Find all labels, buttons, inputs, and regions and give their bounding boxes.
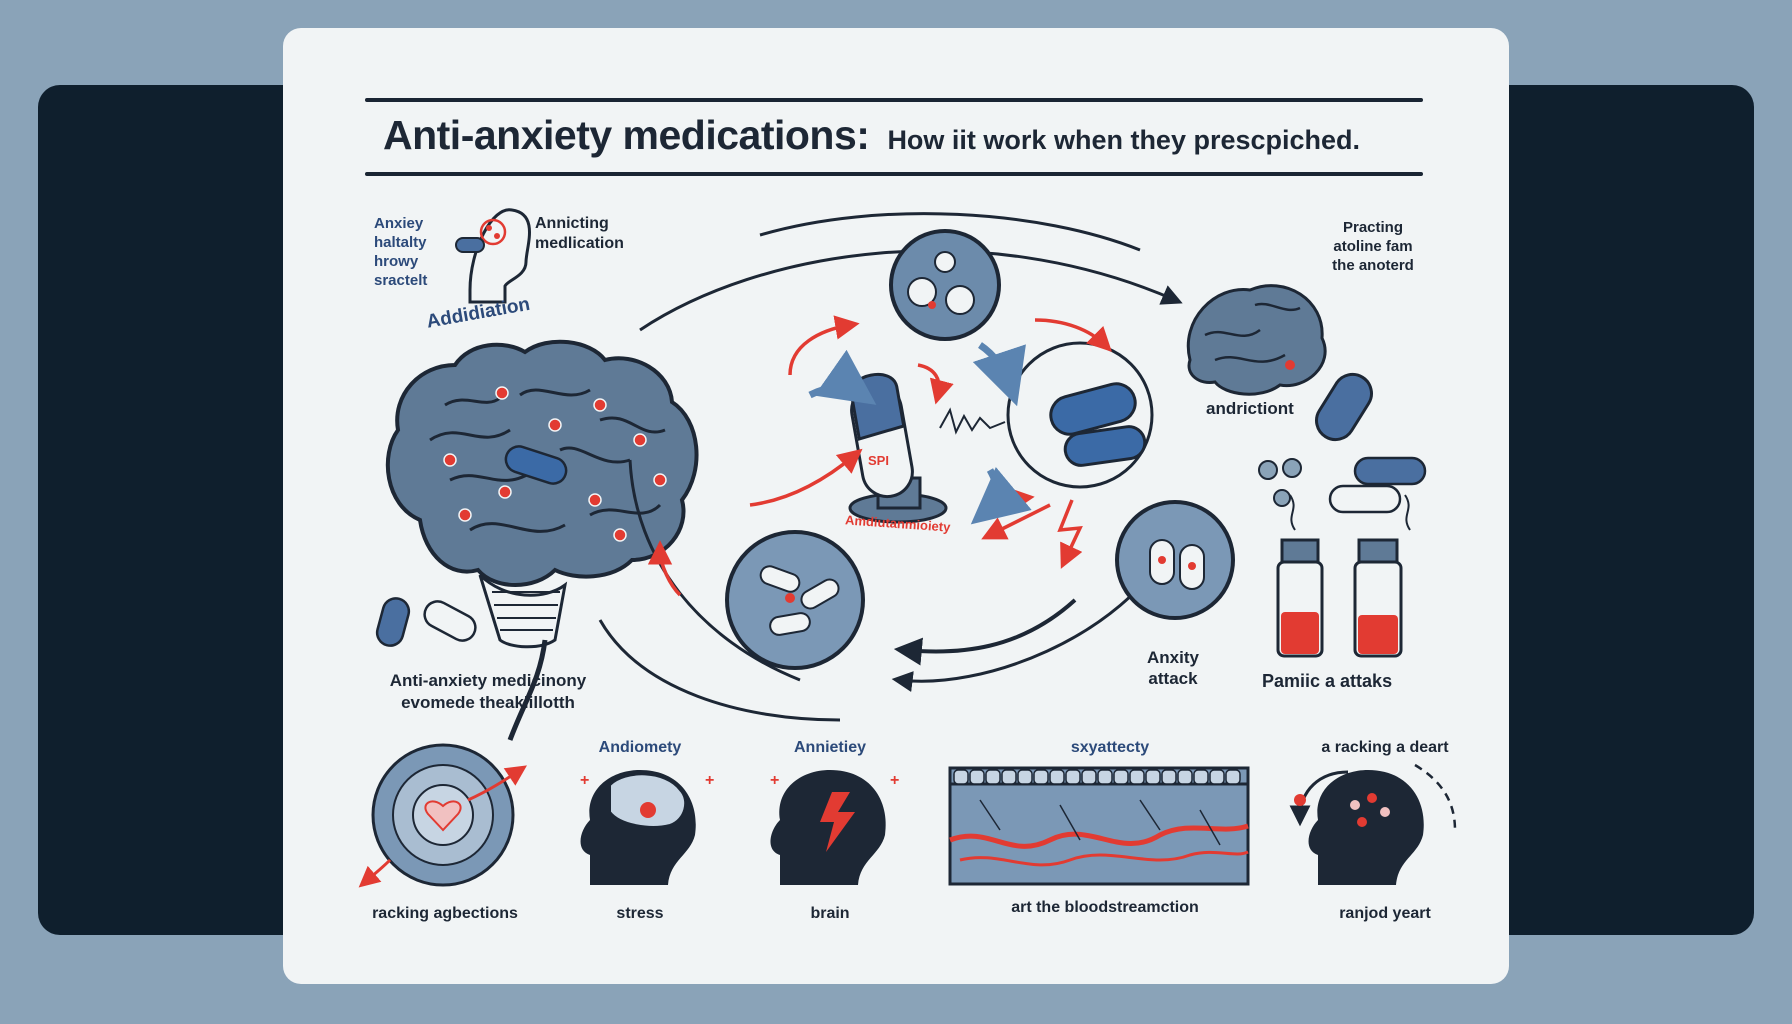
- page-title: Anti-anxiety medications:: [383, 112, 870, 158]
- bloodstream-icon: [948, 766, 1250, 886]
- panel-3-heading: Annietiey: [793, 739, 866, 756]
- bottom-rule: [365, 172, 1423, 176]
- label-line: medlication: [535, 235, 624, 252]
- label-line: Anxity: [1147, 648, 1199, 667]
- lens-bubble-bottom-left: [725, 530, 865, 670]
- panel-2-caption: stress: [616, 905, 664, 922]
- central-pill-icon: SPI: [848, 372, 1006, 524]
- label-panic-attaks: Pamiic a attaks: [1262, 671, 1393, 691]
- panel-5-heading: a racking a deart: [1321, 739, 1449, 756]
- label-anxity-attack: Anxity attack: [1128, 647, 1218, 689]
- label-line: Annicting: [535, 215, 609, 232]
- label-line: Practing: [1342, 219, 1403, 236]
- page-subtitle: How iit work when they prescpiched.: [887, 125, 1361, 155]
- svg-text:+: +: [770, 772, 779, 789]
- panel-3-caption: brain: [810, 905, 850, 922]
- label-practing: Practing atoline fam the anoterd: [1318, 218, 1428, 275]
- lens-bubble-right: [1006, 341, 1154, 489]
- blue-flow-arrows: [808, 342, 1032, 525]
- label-line: Anxiey: [374, 215, 424, 232]
- label-line: attack: [1148, 669, 1198, 688]
- panel-5-caption: ranjod yeart: [1339, 905, 1431, 922]
- heart-target-icon: [358, 743, 527, 888]
- label-annicting: Annicting medlication: [535, 214, 624, 254]
- panel-4-caption: art the bloodstreamction: [1011, 899, 1199, 916]
- label-line: haltalty: [374, 234, 427, 251]
- panel-1-caption: racking agbections: [372, 905, 518, 922]
- label-line: evomede theaklillotth: [401, 693, 575, 712]
- lens-bubble-bottom-right: [1115, 500, 1235, 620]
- label-line: hrowy: [374, 253, 419, 270]
- svg-text:+: +: [580, 772, 589, 789]
- head-profile-icon: [455, 208, 531, 304]
- label-line: atoline fam: [1333, 238, 1413, 255]
- large-brain-icon: [385, 339, 699, 741]
- svg-text:+: +: [890, 772, 899, 789]
- title-row: Anti-anxiety medications: How iit work w…: [383, 112, 1413, 172]
- label-andrictiont: andrictiont: [1206, 399, 1294, 418]
- head-brain-icon: + +: [580, 770, 714, 885]
- head-lightning-icon: + +: [770, 770, 899, 885]
- capsules-and-bottles-icon: [1258, 372, 1427, 658]
- svg-text:SPI: SPI: [868, 453, 889, 468]
- label-left-caption: Anti-anxiety medicinony evomede theaklil…: [358, 670, 618, 714]
- svg-text:+: +: [705, 772, 714, 789]
- label-line: Anti-anxiety medicinony: [389, 671, 587, 690]
- lens-bubble-top: [889, 229, 1001, 341]
- top-rule: [365, 98, 1423, 102]
- panel-2-heading: Andiomety: [598, 739, 682, 756]
- small-brain-icon: [1186, 284, 1327, 396]
- panel-4-heading: sxyattecty: [1070, 739, 1150, 756]
- capsule-pills-icon: [375, 597, 477, 647]
- label-line: sractelt: [374, 272, 428, 289]
- label-line: the anoterd: [1332, 257, 1414, 274]
- label-anxiety-stack: Anxiey haltalty hrowy sractelt: [374, 214, 427, 290]
- head-cycle-icon: [1289, 763, 1457, 885]
